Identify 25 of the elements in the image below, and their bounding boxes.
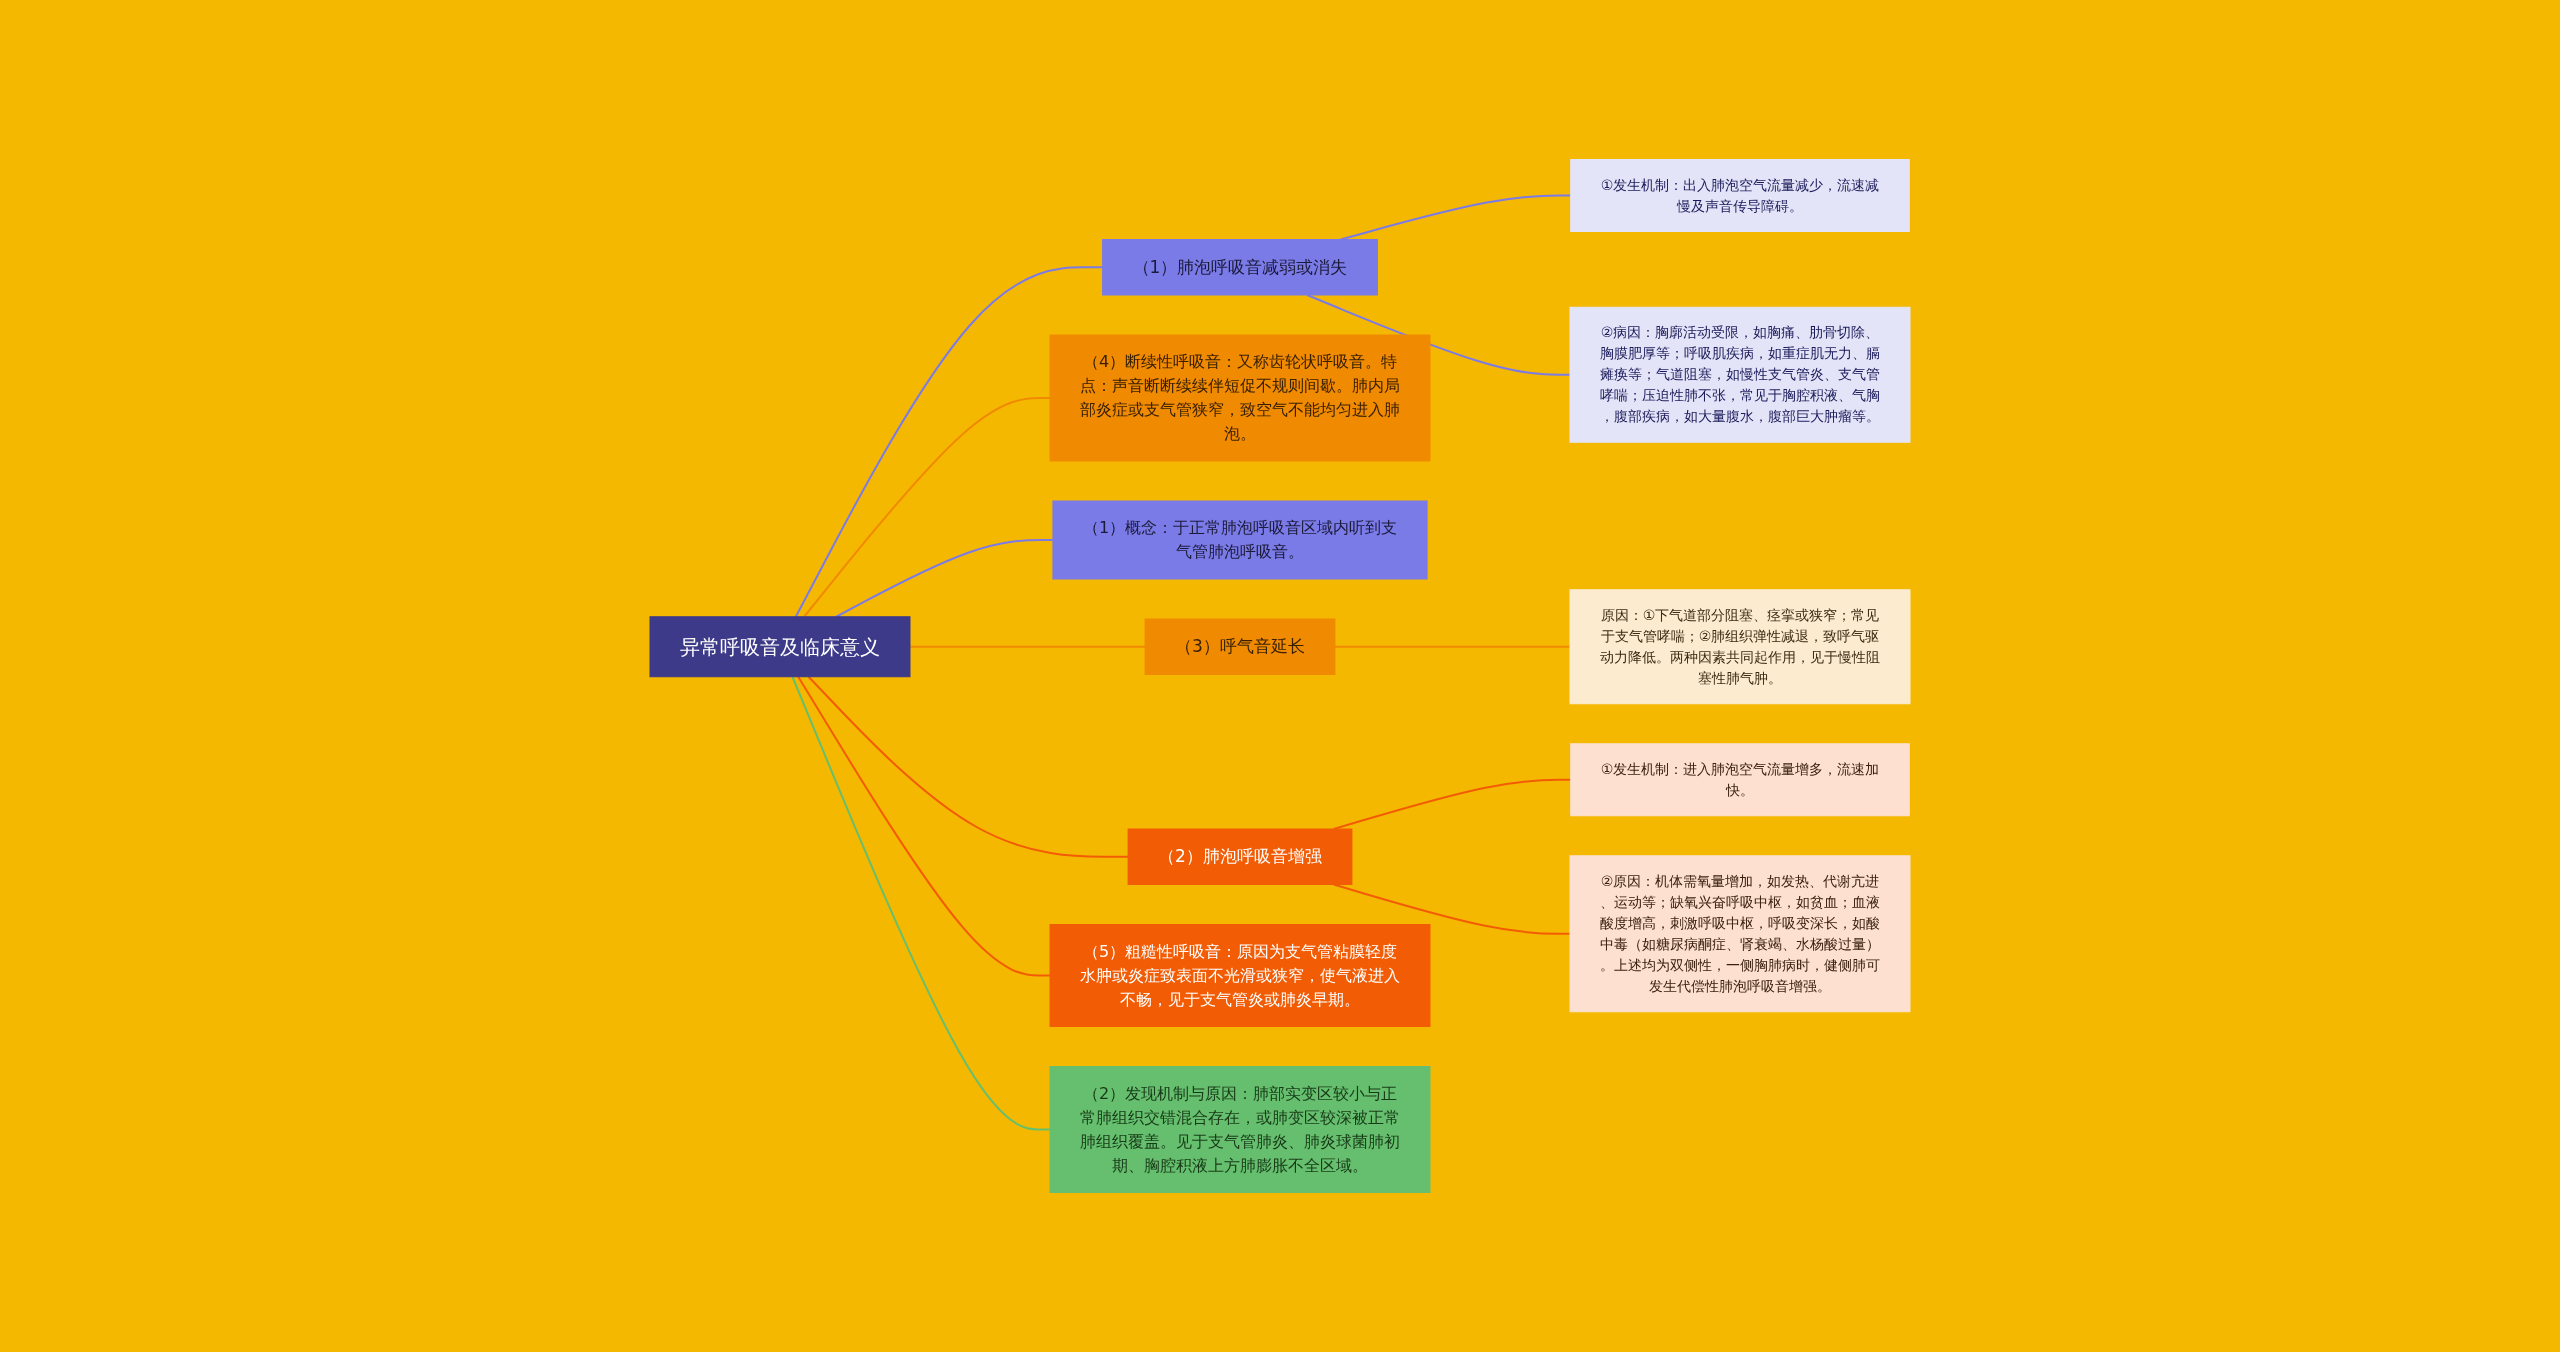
connector — [909, 645, 1147, 648]
node-box: （3）呼气音延长 — [1144, 618, 1336, 675]
connector — [1333, 645, 1571, 648]
node-box: ②病因：胸廓活动受限，如胸痛、肋骨切除、胸膜肥厚等；呼吸肌疾病，如重症肌无力、膈瘫痪等；气道阻塞，如慢性支气管炎、支气管哮喘；压迫性肺不张，常见于胸腔积液、气胸，腹部疾病，如大量腹水，腹部巨大肿瘤等。 — [1569, 306, 1911, 443]
connector — [1332, 778, 1572, 830]
node-box: （5）粗糙性呼吸音：原因为支气管粘膜轻度水肿或炎症致表面不光滑或狭窄，使气液进入不畅，见于支气管炎或肺炎早期。 — [1049, 924, 1431, 1027]
connector — [1339, 194, 1572, 241]
node-box: 原因：①下气道部分阻塞、痉挛或狭窄；常见于支气管哮喘；②肺组织弹性减退，致呼气驱动力降低。两种因素共同起作用，见于慢性阻塞性肺气肿。 — [1569, 589, 1911, 705]
node-box: （2）肺泡呼吸音增强 — [1127, 828, 1353, 885]
node-box: 异常呼吸音及临床意义 — [649, 616, 911, 678]
node-box: （1）概念：于正常肺泡呼吸音区域内听到支气管肺泡呼吸音。 — [1052, 500, 1428, 580]
connector — [1306, 294, 1571, 376]
node-box: ②原因：机体需氧量增加，如发热、代谢亢进、运动等；缺氧兴奋呼吸中枢，如贫血；血液酸度增高，刺激呼吸中枢，呼吸变深长，如酸中毒（如糖尿病酮症、肾衰竭、水杨酸过量）。上述均为双侧性，一侧胸肺病时，健侧肺可发生代偿性肺泡呼吸音增强。 — [1569, 855, 1911, 1013]
connector — [791, 675, 1051, 1131]
connector — [797, 675, 1051, 977]
node-box: ①发生机制：进入肺泡空气流量增多，流速加快。 — [1570, 743, 1910, 817]
connector — [807, 675, 1130, 858]
node-box: （4）断续性呼吸音：又称齿轮状呼吸音。特点：声音断断续续伴短促不规则间歇。肺内局部炎症或支气管狭窄，致空气不能均匀进入肺泡。 — [1049, 334, 1431, 462]
node-box: ①发生机制：出入肺泡空气流量减少，流速减慢及声音传导障碍。 — [1570, 159, 1910, 232]
connector — [835, 539, 1054, 618]
connector — [1332, 883, 1571, 935]
connector — [803, 397, 1051, 618]
node-box: （1）肺泡呼吸音减弱或消失 — [1102, 239, 1378, 296]
node-box: （2）发现机制与原因：肺部实变区较小与正常肺组织交错混合存在，或肺变区较深被正常肺组织覆盖。见于支气管肺炎、肺炎球菌肺初期、胸腔积液上方肺膨胀不全区域。 — [1049, 1066, 1431, 1193]
connector — [794, 266, 1104, 618]
